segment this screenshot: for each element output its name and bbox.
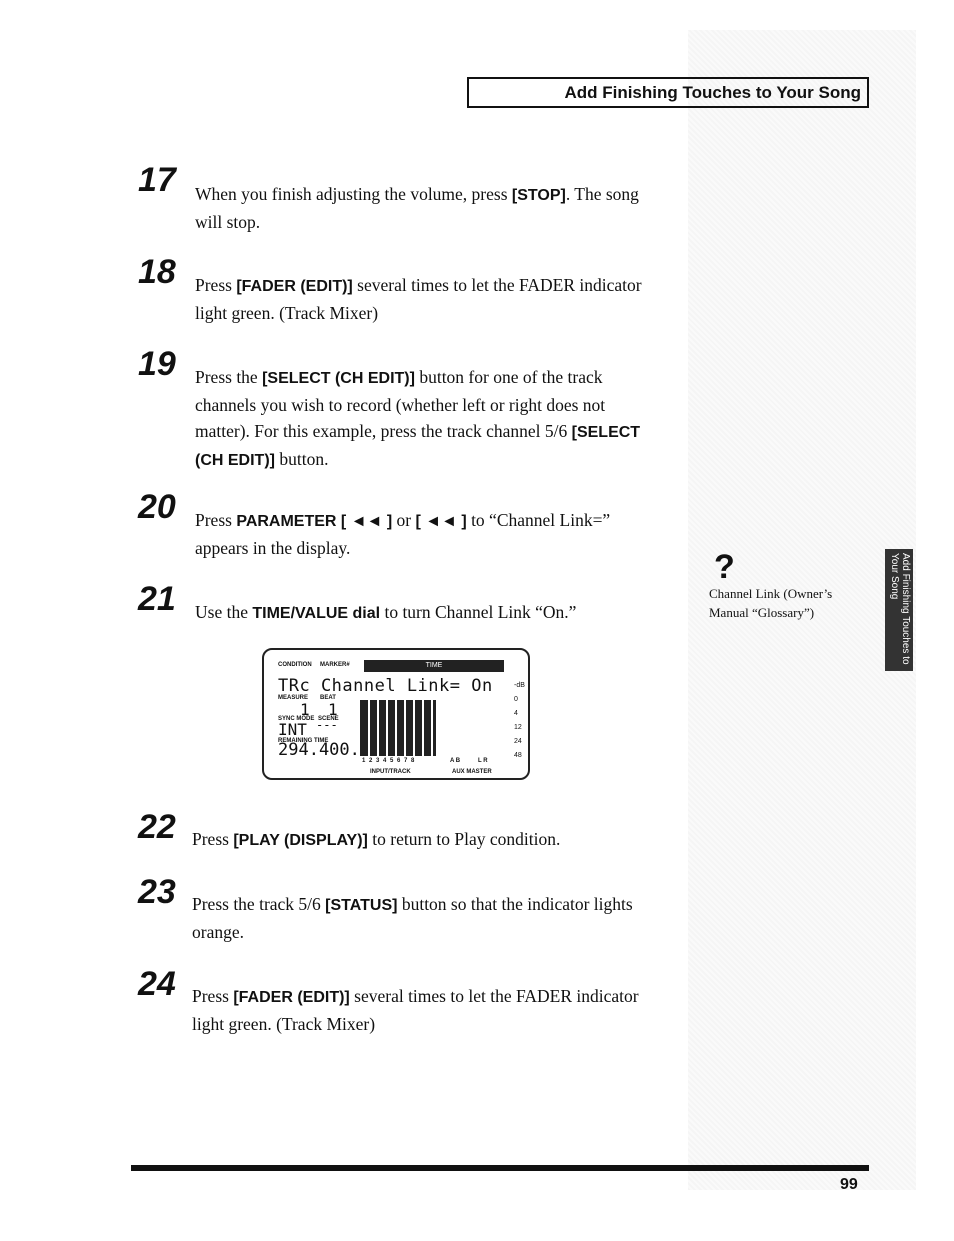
margin-background bbox=[688, 30, 916, 1190]
key-label: [PLAY (DISPLAY)] bbox=[233, 832, 368, 849]
question-mark-icon: ? bbox=[714, 548, 735, 586]
step-text: Press PARAMETER [ ◄◄ ] or [ ◄◄ ] to “Cha… bbox=[195, 510, 611, 558]
side-note: Channel Link (Owner’s Manual “Glossary”) bbox=[709, 586, 833, 620]
key-label: [SELECT (CH EDIT)] bbox=[262, 370, 415, 387]
lcd-track-numbers: 1 2 3 4 5 6 7 8 bbox=[362, 758, 416, 764]
step-text: Press the track 5/6 [STATUS] button so t… bbox=[192, 894, 633, 942]
lcd-beat-label: BEAT bbox=[320, 695, 336, 701]
lcd-condition-label: CONDITION bbox=[278, 662, 312, 668]
lcd-aux-master-label: AUX MASTER bbox=[452, 769, 492, 775]
chapter-tab: Add Finishing Touches to Your Song bbox=[885, 549, 913, 671]
lcd-display: CONDITION MARKER# TIME TRc Channel Link=… bbox=[262, 648, 530, 780]
lcd-scene-label: SCENE bbox=[318, 716, 339, 722]
step-number: 24 bbox=[138, 965, 176, 1003]
lcd-db-label: -dB bbox=[514, 682, 525, 689]
lcd-ab-label: A B bbox=[450, 758, 461, 764]
lcd-scale-tick: 0 bbox=[514, 696, 518, 703]
step-number: 23 bbox=[138, 873, 176, 911]
lcd-syncmode-label: SYNC MODE bbox=[278, 716, 315, 722]
chapter-tab-label: Add Finishing Touches to Your Song bbox=[889, 553, 911, 665]
page-header: Add Finishing Touches to Your Song bbox=[467, 77, 869, 108]
lcd-int: INT bbox=[278, 720, 307, 739]
lcd-dashes: --- bbox=[316, 718, 338, 732]
header-title: Add Finishing Touches to Your Song bbox=[564, 83, 861, 102]
key-label: PARAMETER [ ◄◄ ] bbox=[236, 513, 393, 530]
step-number: 19 bbox=[138, 345, 176, 383]
key-label: [FADER (EDIT)] bbox=[236, 278, 353, 295]
step-text: Press [PLAY (DISPLAY)] to return to Play… bbox=[192, 829, 561, 849]
lcd-marker-label: MARKER# bbox=[320, 662, 350, 668]
lcd-remaining-value: 294.400. bbox=[278, 740, 360, 760]
lcd-main-line: TRc Channel Link= On bbox=[278, 676, 493, 696]
lcd-scale-tick: 24 bbox=[514, 738, 522, 745]
lcd-scale-tick: 4 bbox=[514, 710, 518, 717]
key-label: [STOP] bbox=[511, 187, 566, 204]
step-number: 22 bbox=[138, 808, 176, 846]
step-number: 17 bbox=[138, 161, 176, 199]
lcd-measure-label: MEASURE bbox=[278, 695, 309, 701]
step-number: 20 bbox=[138, 488, 176, 526]
lcd-time-bar: TIME bbox=[364, 660, 504, 672]
key-label: [ ◄◄ ] bbox=[415, 513, 467, 530]
key-label: [STATUS] bbox=[325, 897, 398, 914]
step-text: Use the TIME/VALUE dial to turn Channel … bbox=[195, 602, 577, 622]
lcd-measure-value: 1 bbox=[300, 700, 310, 719]
lcd-scale-tick: 48 bbox=[514, 752, 522, 759]
key-label: [FADER (EDIT)] bbox=[233, 989, 350, 1006]
step-text: Press the [SELECT (CH EDIT)] button for … bbox=[195, 367, 641, 469]
step-text: When you finish adjusting the volume, pr… bbox=[195, 184, 639, 232]
lcd-lr-label: L R bbox=[478, 758, 488, 764]
lcd-scale-tick: 12 bbox=[514, 724, 522, 731]
key-label: TIME/VALUE dial bbox=[252, 605, 381, 622]
lcd-beat-value: 1 bbox=[328, 700, 338, 719]
lcd-input-track-label: INPUT/TRACK bbox=[370, 769, 411, 775]
step-number: 18 bbox=[138, 253, 176, 291]
step-text: Press [FADER (EDIT)] several times to le… bbox=[192, 986, 639, 1034]
lcd-level-meter bbox=[360, 700, 436, 756]
key-label: [SELECT (CH EDIT)] bbox=[195, 424, 641, 469]
step-number: 21 bbox=[138, 580, 176, 618]
lcd-remaining-label: REMAINING TIME bbox=[278, 738, 329, 744]
page-number: 99 bbox=[840, 1176, 858, 1193]
footer-rule bbox=[131, 1165, 869, 1171]
step-text: Press [FADER (EDIT)] several times to le… bbox=[195, 275, 642, 323]
